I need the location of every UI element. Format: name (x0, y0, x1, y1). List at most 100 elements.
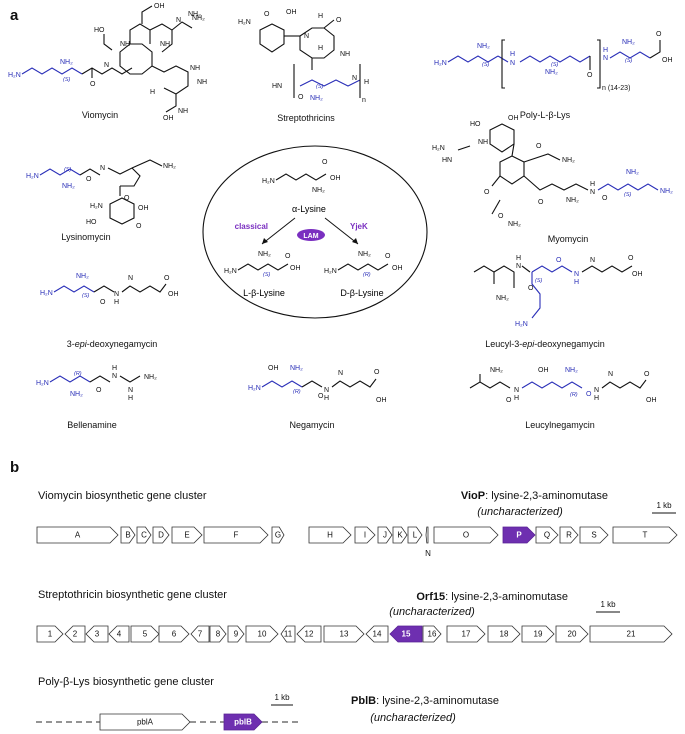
gene-d (152, 526, 170, 544)
svg-text:NH₂: NH₂ (290, 365, 303, 372)
gene-e (171, 526, 203, 544)
alpha-lysine-structure: H₂N NH₂ O OH (262, 159, 341, 194)
gene-label-9: 9 (234, 630, 239, 639)
arrow-classical (261, 217, 296, 245)
svg-text:N: N (304, 33, 309, 40)
epi-deoxynegamycin-structure: H₂N NH₂ (S) O N H N O OH (40, 273, 179, 306)
gene-label-d: D (158, 531, 164, 540)
svg-text:N: N (114, 291, 119, 298)
svg-text:O: O (556, 257, 562, 264)
compound-name-leucylnegamycin: Leucylnegamycin (525, 420, 595, 430)
gene-19 (521, 625, 555, 643)
gene-label-11: 11 (284, 630, 293, 639)
svg-text:O: O (100, 299, 106, 306)
svg-text:n: n (362, 97, 366, 104)
svg-text:NH₂: NH₂ (562, 157, 575, 164)
gene-label-k: K (397, 531, 403, 540)
svg-text:(S): (S) (263, 272, 271, 278)
svg-text:NH₂: NH₂ (545, 69, 558, 76)
svg-text:H: H (510, 51, 515, 58)
svg-text:N: N (510, 60, 515, 67)
compound-name-negamycin: Negamycin (289, 420, 334, 430)
svg-text:NH₂: NH₂ (626, 169, 639, 176)
gene-label-r: R (566, 531, 572, 540)
svg-text:N: N (516, 263, 521, 270)
svg-text:OH: OH (662, 57, 673, 64)
gene-label-10: 10 (258, 630, 267, 639)
svg-text:N: N (128, 387, 133, 394)
svg-text:(S): (S) (64, 167, 72, 173)
lam-label: LAM (303, 233, 318, 240)
svg-text:H₂N: H₂N (515, 321, 528, 328)
svg-text:O: O (124, 195, 130, 202)
svg-text:O: O (374, 369, 380, 376)
gene-6 (158, 625, 190, 643)
gene-k (392, 526, 408, 544)
yjek-label: YjeK (350, 222, 368, 231)
gene-label-16: 16 (428, 630, 437, 639)
svg-text:NH: NH (120, 41, 130, 48)
svg-text:HO: HO (470, 121, 481, 128)
gene-label-8: 8 (216, 630, 221, 639)
svg-text:N: N (574, 271, 579, 278)
svg-text:N: N (608, 371, 613, 378)
svg-text:NH₂: NH₂ (188, 11, 201, 18)
svg-text:(R): (R) (293, 389, 301, 395)
svg-text:OH: OH (138, 205, 149, 212)
enzyme-status-polylys: (uncharacterized) (370, 712, 456, 724)
svg-text:O: O (587, 72, 593, 79)
svg-text:H₂N: H₂N (224, 268, 237, 275)
svg-text:H: H (603, 47, 608, 54)
gene-label-pbla: pblA (137, 718, 154, 727)
gene-label-18: 18 (500, 630, 509, 639)
compound-name-bellenamine: Bellenamine (67, 420, 117, 430)
compound-name-leucyl-epi-deoxynegamycin: Leucyl-3-epi-deoxynegamycin (485, 339, 605, 349)
svg-text:H₂N: H₂N (262, 178, 275, 185)
enzyme-annotation-streptothricin: Orf15: lysine-2,3-aminomutase (416, 591, 568, 603)
gene-label-n-below: N (425, 549, 431, 558)
svg-text:H₂N: H₂N (434, 60, 447, 67)
svg-text:NH₂: NH₂ (496, 295, 509, 302)
gene-3 (85, 625, 109, 643)
d-beta-lysine-structure: H₂N NH₂ (R) O OH (324, 251, 403, 278)
svg-text:(S): (S) (63, 77, 71, 83)
svg-text:NH₂: NH₂ (622, 39, 635, 46)
gene-2 (64, 625, 86, 643)
svg-text:NH₂: NH₂ (565, 367, 578, 374)
gene-label-13: 13 (340, 630, 349, 639)
svg-text:N: N (338, 370, 343, 377)
svg-text:N: N (128, 275, 133, 282)
panel-b-label: b (10, 459, 19, 476)
svg-text:HN: HN (272, 83, 282, 90)
gene-18 (487, 625, 521, 643)
svg-text:H: H (150, 89, 155, 96)
gene-label-14: 14 (373, 630, 382, 639)
svg-text:H₂N: H₂N (26, 173, 39, 180)
svg-text:H: H (112, 365, 117, 372)
compound-name-poly-lys: Poly-L-β-Lys (520, 110, 571, 120)
leucyl-epi-deoxynegamycin-structure: NH₂ N H O (S) O N H N O OH H₂N (473, 255, 643, 328)
svg-text:(S): (S) (624, 192, 632, 198)
svg-text:H: H (516, 255, 521, 262)
compound-name-lysinomycin: Lysinomycin (61, 232, 110, 242)
gene-4 (108, 625, 130, 643)
svg-text:O: O (96, 387, 102, 394)
svg-text:NH: NH (160, 41, 170, 48)
svg-text:(R): (R) (570, 392, 578, 398)
gene-s (579, 526, 609, 544)
gene-m (425, 526, 429, 544)
gene-label-o: O (463, 531, 469, 540)
gene-i (354, 526, 376, 544)
lysinomycin-structure: H₂N NH₂ (S) O N NH₂ O H₂N HO OH O (26, 159, 176, 230)
gene-pbla (99, 713, 191, 731)
compound-name-streptothricins: Streptothricins (277, 113, 335, 123)
lam-enzyme-badge (297, 229, 325, 241)
svg-text:O: O (602, 195, 608, 202)
gene-21 (589, 625, 673, 643)
gene-17 (446, 625, 486, 643)
cluster-title-polylys: Poly-β-Lys biosynthetic gene cluster (38, 676, 214, 688)
gene-11 (280, 625, 296, 643)
gene-c (136, 526, 152, 544)
